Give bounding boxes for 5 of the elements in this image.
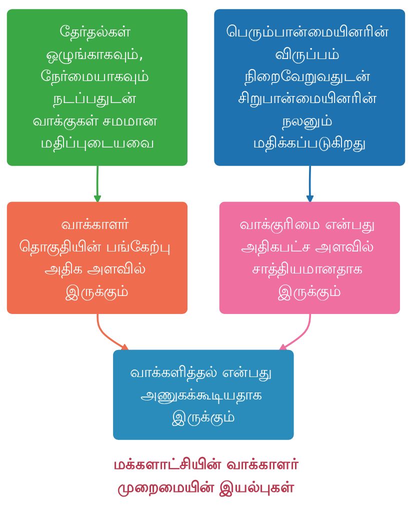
arrow bbox=[278, 314, 312, 352]
caption: மக்களாட்சியின் வாக்காளர் முறைமையின் இயல்புகள் bbox=[112, 454, 300, 498]
arrow bbox=[96, 314, 130, 352]
arrow bbox=[306, 166, 314, 204]
arrow bbox=[93, 166, 102, 204]
